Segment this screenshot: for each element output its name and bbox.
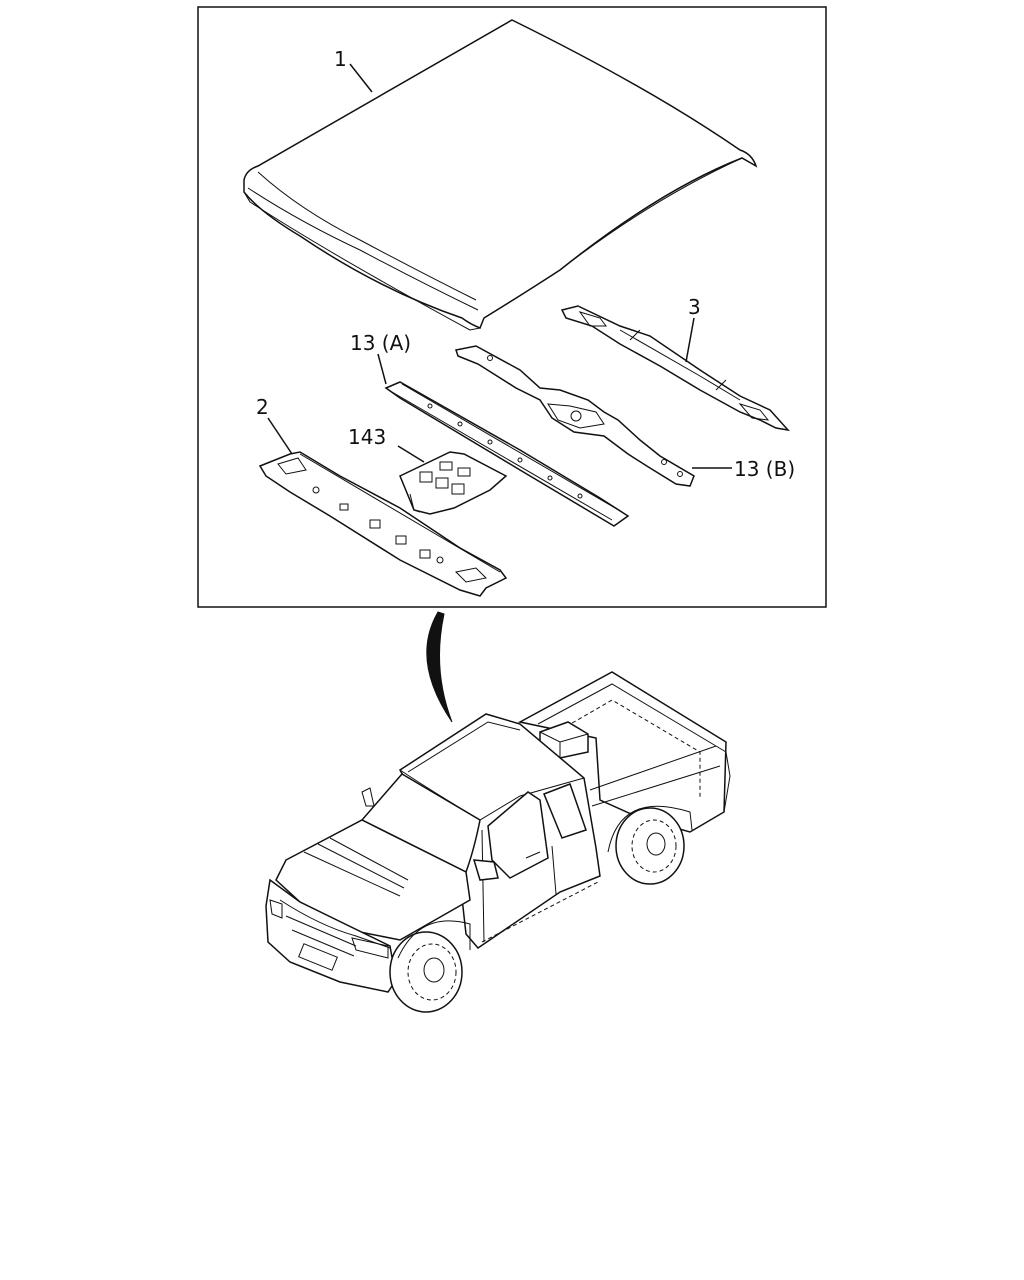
roof-bow-a (384, 381, 630, 527)
bracket-leader (397, 445, 425, 463)
callout-roof-bow-b: 13 (B) (734, 457, 795, 481)
roof-bow-a-leader (377, 353, 387, 385)
callout-roof-bow-a: 13 (A) (350, 331, 411, 355)
roof-bow-b (455, 345, 695, 487)
roof-panel (243, 19, 758, 331)
front-header (258, 451, 508, 597)
rear-roof-bow (560, 305, 790, 432)
detail-frame (197, 6, 827, 608)
callout-bracket: 143 (348, 425, 386, 449)
roof-panel-leader (349, 63, 373, 93)
bracket (399, 451, 508, 515)
curved-pointer-arrow (426, 611, 453, 723)
callout-rear-bow: 3 (688, 295, 701, 319)
callout-roof-panel: 1 (334, 47, 347, 71)
rear-roof-bow-leader (685, 317, 695, 363)
pickup-truck (265, 671, 731, 1013)
front-header-leader (267, 417, 293, 455)
callout-front-header: 2 (256, 395, 269, 419)
